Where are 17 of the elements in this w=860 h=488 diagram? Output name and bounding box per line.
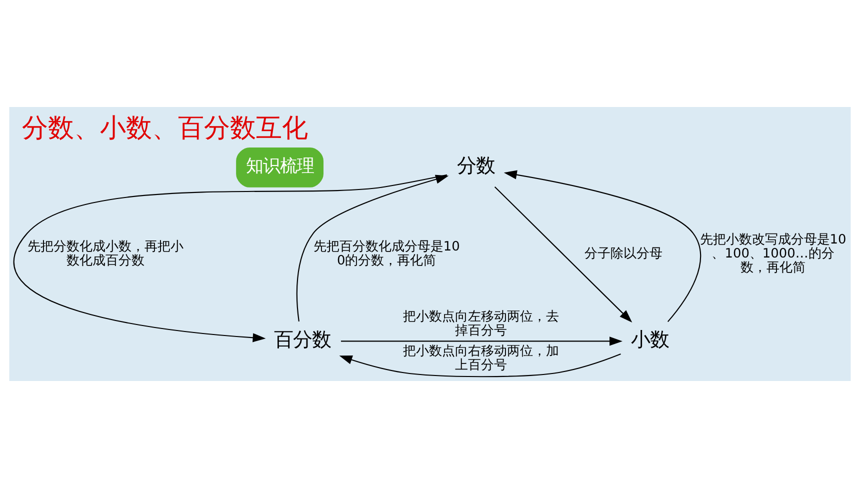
node-box: 知识梳理 [236,147,324,188]
arrow [296,174,449,322]
edge-label: 先把小数改写成分母是10、100、1000…的分数，再化简 [700,232,846,276]
node-text: 百分数 [274,328,331,351]
arrow [504,170,702,322]
edge-label: 把小数点向右移动两位，加上百分号 [402,344,559,373]
arrow [494,186,632,323]
edge-label: 先把百分数化成分母是100的分数，再化简 [313,240,460,269]
diagram-title: 分数、小数、百分数互化 [22,113,308,144]
node-text: 小数 [630,328,669,351]
arrow [14,174,448,342]
node-text: 分数 [457,154,496,178]
arrow [339,354,621,378]
edge-label: 分子除以分母 [584,246,663,262]
arrow [340,336,622,346]
edge-label: 先把分数化成小数，再把小数化成百分数 [27,240,184,269]
edge-label: 把小数点向左移动两位，去掉百分号 [402,309,559,338]
